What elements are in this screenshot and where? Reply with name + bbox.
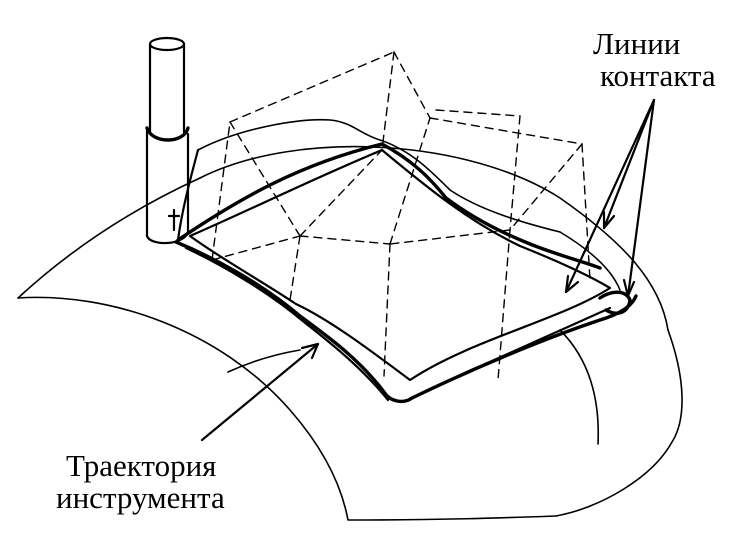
wireframe-dashed	[211, 51, 591, 381]
leaders	[200, 98, 656, 442]
leader-contact-b	[602, 98, 656, 230]
leader-contact-b-head	[602, 210, 616, 230]
label-tool-path-line1: Траектория	[66, 448, 217, 483]
label-contact-lines-line1: Линии	[593, 26, 681, 61]
tool-top-cap	[148, 36, 186, 52]
wire-line	[211, 121, 231, 261]
wire-line	[581, 143, 591, 281]
leader-tool-path	[200, 342, 320, 442]
pocket-contact-top	[176, 142, 602, 270]
label-tool-path-line2: инструмента	[56, 480, 225, 515]
wire-line	[383, 243, 391, 377]
pocket-floor-outline	[188, 148, 612, 382]
label-contact-lines-line2: контакта	[600, 58, 716, 93]
surface-outer-left-edge	[17, 177, 201, 299]
surface-bottom-edge	[17, 296, 557, 521]
wire-line	[509, 115, 521, 231]
surface-right-edge	[555, 329, 683, 517]
pocket-rim-right	[559, 231, 621, 291]
wire-line	[229, 51, 395, 123]
tool-marker	[167, 208, 181, 232]
leader-contact-a	[564, 98, 656, 294]
pocket-rim-left	[176, 148, 200, 242]
tool-path-loop-right	[598, 290, 632, 315]
tool-path-inner	[184, 246, 612, 402]
wire-line	[211, 235, 301, 261]
leader-contact-a-head	[564, 274, 580, 294]
surface-section-line-left	[227, 349, 301, 373]
wire-line	[389, 229, 511, 245]
pocket	[174, 118, 638, 404]
wire-line	[509, 143, 583, 231]
tool-body	[145, 128, 190, 238]
wire-line	[429, 117, 583, 145]
wire-line	[497, 229, 511, 381]
leader-contact-c-head	[622, 278, 636, 298]
tool-shank-ring	[145, 126, 190, 142]
wire-line	[229, 121, 301, 237]
wire-line	[299, 149, 383, 237]
wire-line	[393, 51, 431, 119]
tool-path-outer	[174, 240, 638, 404]
wire-line	[289, 235, 301, 301]
surface-section-line-right	[559, 329, 600, 445]
leader-contact-c	[626, 98, 656, 298]
pocket-upper-rim	[197, 118, 561, 233]
wire-line	[381, 51, 395, 151]
surface-top-edge	[199, 145, 669, 331]
leader-tool-path-head	[300, 342, 320, 360]
wire-line	[389, 117, 431, 245]
wire-line	[299, 235, 391, 245]
base-surface	[17, 145, 683, 521]
tool-shank	[148, 42, 186, 134]
wire-line	[435, 109, 521, 117]
